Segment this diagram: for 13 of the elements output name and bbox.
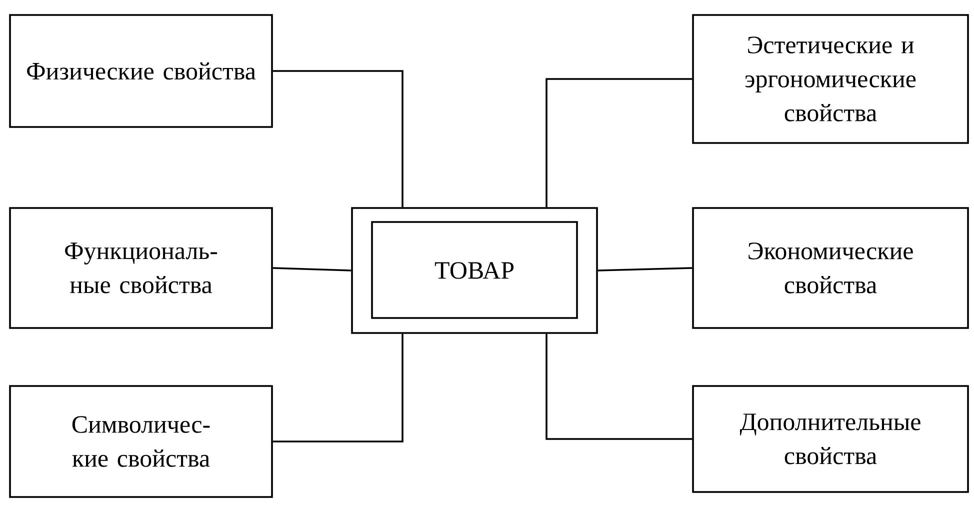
connector-line bbox=[546, 334, 692, 440]
product-box: ТОВАР bbox=[351, 207, 598, 334]
property-box: Физические свойства bbox=[9, 14, 273, 128]
property-box: Экономические свойства bbox=[692, 207, 969, 329]
connector-line bbox=[272, 70, 404, 208]
connector-line bbox=[272, 334, 404, 442]
property-box: Символичес- кие свойства bbox=[9, 385, 273, 498]
connector-line bbox=[272, 267, 352, 272]
property-box: Эстетические и эргономические свойства bbox=[692, 14, 969, 144]
property-box: Функциональ- ные свойства bbox=[9, 207, 273, 329]
connector-line bbox=[598, 267, 692, 272]
property-box: Дополнительные свойства bbox=[692, 385, 969, 493]
connector-line bbox=[546, 78, 692, 208]
